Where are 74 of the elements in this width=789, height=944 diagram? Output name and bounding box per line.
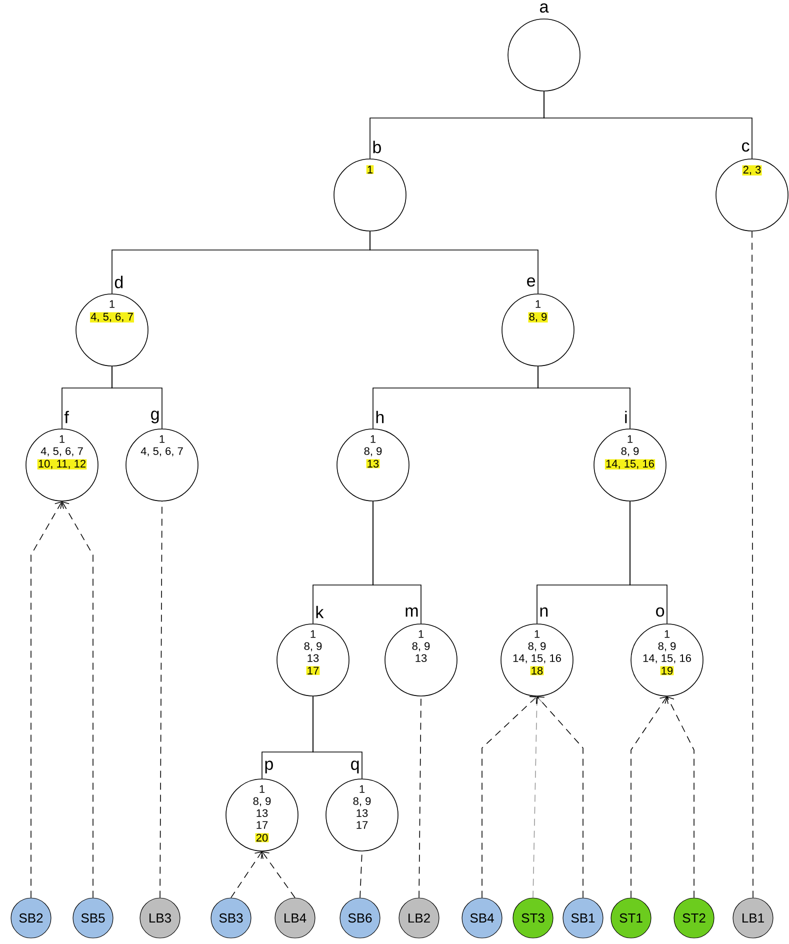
set-numbers: 1 xyxy=(160,435,165,443)
set-numbers: 1 xyxy=(360,785,365,793)
set-numbers: 4, 5, 6, 7 xyxy=(90,312,134,322)
set-numbers: 1 xyxy=(260,785,265,793)
node-letter: d xyxy=(114,276,123,288)
node-letter: p xyxy=(265,760,273,774)
set-numbers: 13 xyxy=(366,459,380,468)
connector-line xyxy=(630,696,668,898)
set-numbers: 18 xyxy=(530,666,544,676)
set-numbers: 8, 9 xyxy=(304,642,322,652)
node-letter: g xyxy=(151,410,159,424)
set-numbers: 14, 15, 16 xyxy=(604,459,656,470)
set-numbers: 17 xyxy=(306,666,320,675)
set-numbers: 1 xyxy=(664,630,670,638)
set-numbers: 14, 15, 16 xyxy=(513,654,561,664)
set-numbers: 17 xyxy=(356,821,368,829)
set-numbers: 13 xyxy=(308,654,319,662)
node-letter: q xyxy=(351,760,359,774)
set-numbers: 13 xyxy=(256,809,268,817)
set-numbers: 8, 9 xyxy=(528,312,548,322)
node-letter: e xyxy=(527,277,536,287)
set-numbers: 8, 9 xyxy=(412,642,430,652)
set-numbers: 19 xyxy=(660,666,674,676)
node-letter: c xyxy=(742,142,750,152)
connector-line xyxy=(752,231,754,898)
set-numbers: 1 xyxy=(60,435,65,443)
set-numbers: 1 xyxy=(310,630,316,638)
node-letter: b xyxy=(373,140,381,154)
set-numbers: 1 xyxy=(366,165,374,174)
set-numbers: 4, 5, 6, 7 xyxy=(140,447,183,456)
connector-line xyxy=(418,696,422,898)
connector-line xyxy=(544,91,752,159)
connector-line xyxy=(630,501,668,624)
connector-line xyxy=(60,501,94,898)
node-letter: m xyxy=(406,607,418,617)
node-letter: i xyxy=(625,410,627,424)
connector-line xyxy=(370,231,538,294)
set-numbers: 1 xyxy=(418,630,424,638)
set-numbers: 8, 9 xyxy=(364,447,382,456)
set-numbers: 1 xyxy=(536,300,541,308)
connector-line xyxy=(112,366,162,429)
set-numbers: 4, 5, 6, 7 xyxy=(40,447,83,456)
set-numbers: 20 xyxy=(255,833,269,842)
node-letter: n xyxy=(540,607,548,617)
connector-line xyxy=(532,696,542,898)
set-numbers: 8, 9 xyxy=(528,642,546,652)
set-numbers: 8, 9 xyxy=(658,642,676,652)
connector-line xyxy=(482,696,537,898)
connector-line xyxy=(538,366,630,429)
set-numbers: 8, 9 xyxy=(621,447,639,456)
node-letter: f xyxy=(64,410,69,424)
node-letter: a xyxy=(540,3,549,13)
set-numbers: 2, 3 xyxy=(742,165,762,176)
connector-line xyxy=(536,696,584,898)
node-letter: k xyxy=(316,606,324,618)
set-numbers: 8, 9 xyxy=(353,797,371,806)
set-numbers: 14, 15, 16 xyxy=(643,654,691,664)
node-letter: o xyxy=(656,607,664,617)
set-numbers: 8, 9 xyxy=(253,797,271,806)
set-numbers: 17 xyxy=(256,821,268,829)
connector-line xyxy=(312,696,362,779)
connector-line xyxy=(30,501,64,898)
connector-line xyxy=(372,501,422,624)
connector-line xyxy=(230,851,264,898)
set-numbers: 1 xyxy=(110,300,115,308)
set-numbers: 1 xyxy=(628,435,633,443)
set-numbers: 13 xyxy=(416,654,427,662)
set-numbers: 10, 11, 12 xyxy=(37,459,87,470)
connector-line xyxy=(260,851,296,898)
set-numbers: 1 xyxy=(534,630,540,638)
set-numbers: 13 xyxy=(356,809,368,817)
set-numbers: 1 xyxy=(370,435,376,443)
connector-line xyxy=(664,696,694,898)
node-letter: h xyxy=(376,410,384,424)
